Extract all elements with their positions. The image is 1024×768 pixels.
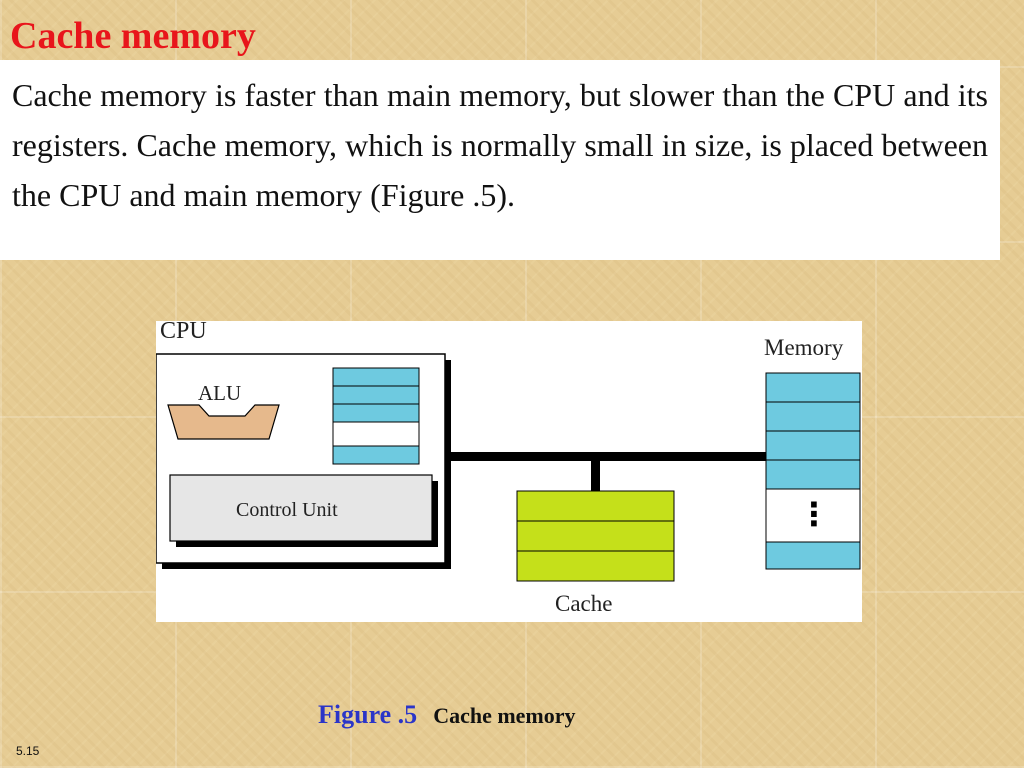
caption-figure-number: Figure .5 (318, 700, 418, 729)
register (332, 445, 420, 465)
register (332, 403, 420, 423)
memory-word (765, 541, 861, 570)
memory-gap (765, 488, 861, 543)
memory-word (765, 401, 861, 432)
body-paragraph: Cache memory is faster than main memory,… (12, 77, 988, 213)
cache-block (516, 490, 675, 522)
memory-word (765, 430, 861, 461)
cache-label: Cache (555, 591, 613, 616)
memory-ellipsis: ⋮ (798, 495, 830, 533)
cache-block (516, 520, 675, 552)
slide-number: 5.15 (16, 744, 40, 758)
memory-word (765, 372, 861, 403)
alu-shape (167, 404, 280, 440)
cache-bus-connector (591, 459, 600, 492)
memory-word (765, 459, 861, 490)
cache-memory-diagram: ⋮ CPU ALU Control Unit Memory Cache (156, 318, 862, 622)
diagram-svg: ⋮ (156, 353, 861, 582)
caption-text: Cache memory (433, 703, 576, 728)
cache-block (516, 550, 675, 582)
control-unit-label: Control Unit (236, 499, 338, 521)
body-text-box: Cache memory is faster than main memory,… (0, 60, 1000, 260)
cpu-label: CPU (160, 318, 207, 344)
figure-caption: Figure .5 Cache memory (318, 700, 576, 730)
register (332, 367, 420, 387)
system-bus (451, 452, 767, 461)
memory-label: Memory (764, 335, 844, 360)
register-blank (332, 421, 420, 447)
register (332, 385, 420, 405)
control-unit-box (169, 474, 433, 542)
slide-title: Cache memory (10, 15, 256, 57)
alu-label: ALU (198, 381, 242, 405)
